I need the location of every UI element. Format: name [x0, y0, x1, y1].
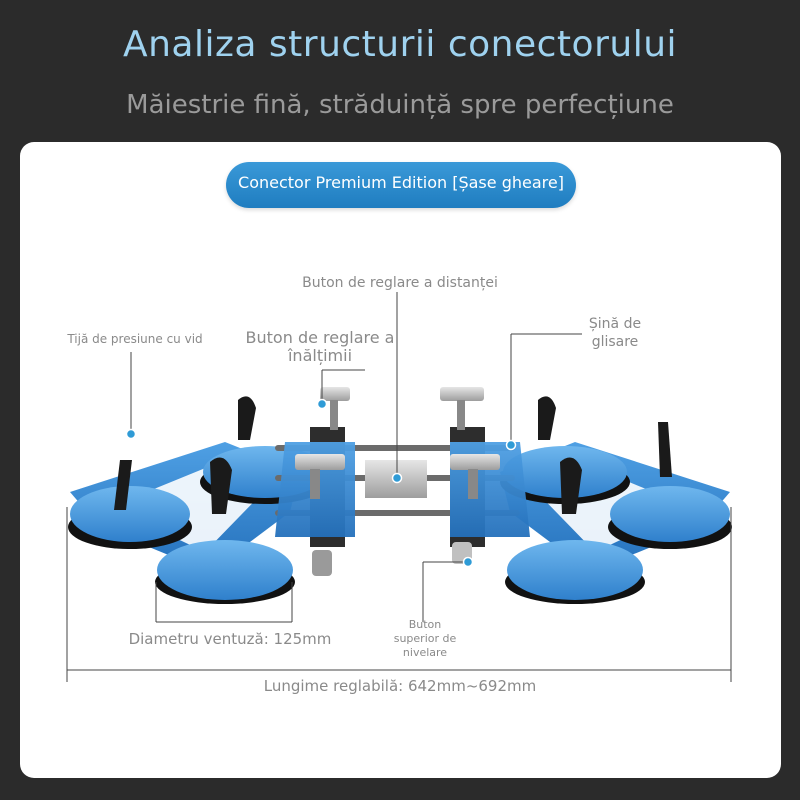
callout-lines	[66, 292, 732, 682]
leveling-knob	[312, 550, 332, 576]
suction-cup-left	[68, 486, 192, 549]
suction-cup-front-left	[155, 540, 295, 604]
distance-knob-label: Buton de reglare a distanței	[302, 275, 498, 291]
height-knob-right	[440, 387, 484, 430]
leveling-label-line1: Buton	[408, 618, 442, 631]
cup-diameter-label: Diametru ventuză: 125mm	[128, 630, 332, 648]
page-subtitle: Măiestrie fină, străduință spre perfecți…	[126, 90, 674, 120]
callout-dots	[125, 398, 517, 568]
suction-cup-right	[608, 486, 732, 549]
suction-cup-front-right	[505, 540, 645, 604]
connector-illustration	[66, 292, 732, 682]
slide-rail-label: Șină de glisare	[575, 315, 655, 351]
leveling-knob-label: Buton superior de nivelare	[375, 618, 475, 660]
adjustable-length-label: Lungime reglabilă: 642mm~692mm	[263, 677, 537, 695]
leveling-label-line2: superior de	[393, 632, 457, 645]
page-title: Analiza structurii conectorului	[122, 24, 678, 65]
height-knob-label-line2: înălțimii	[287, 346, 353, 365]
vacuum-levers	[114, 396, 672, 514]
edition-badge: Conector Premium Edition [Șase gheare]	[226, 162, 576, 208]
height-knob-label: Buton de reglare a înălțimii	[240, 329, 400, 365]
height-knob-left	[320, 387, 350, 430]
product-card: Conector Premium Edition [Șase gheare]	[20, 142, 781, 778]
height-knob-label-line1: Buton de reglare a	[245, 328, 395, 347]
vacuum-rod-label: Tijă de presiune cu vid	[67, 332, 203, 346]
height-knob-front-right	[450, 454, 500, 499]
slide-rail-label-line1: Șină de	[588, 316, 642, 332]
slide-rail-label-line2: glisare	[591, 334, 639, 350]
leveling-label-line3: nivelare	[402, 646, 448, 659]
height-knob-front-left	[295, 454, 345, 499]
